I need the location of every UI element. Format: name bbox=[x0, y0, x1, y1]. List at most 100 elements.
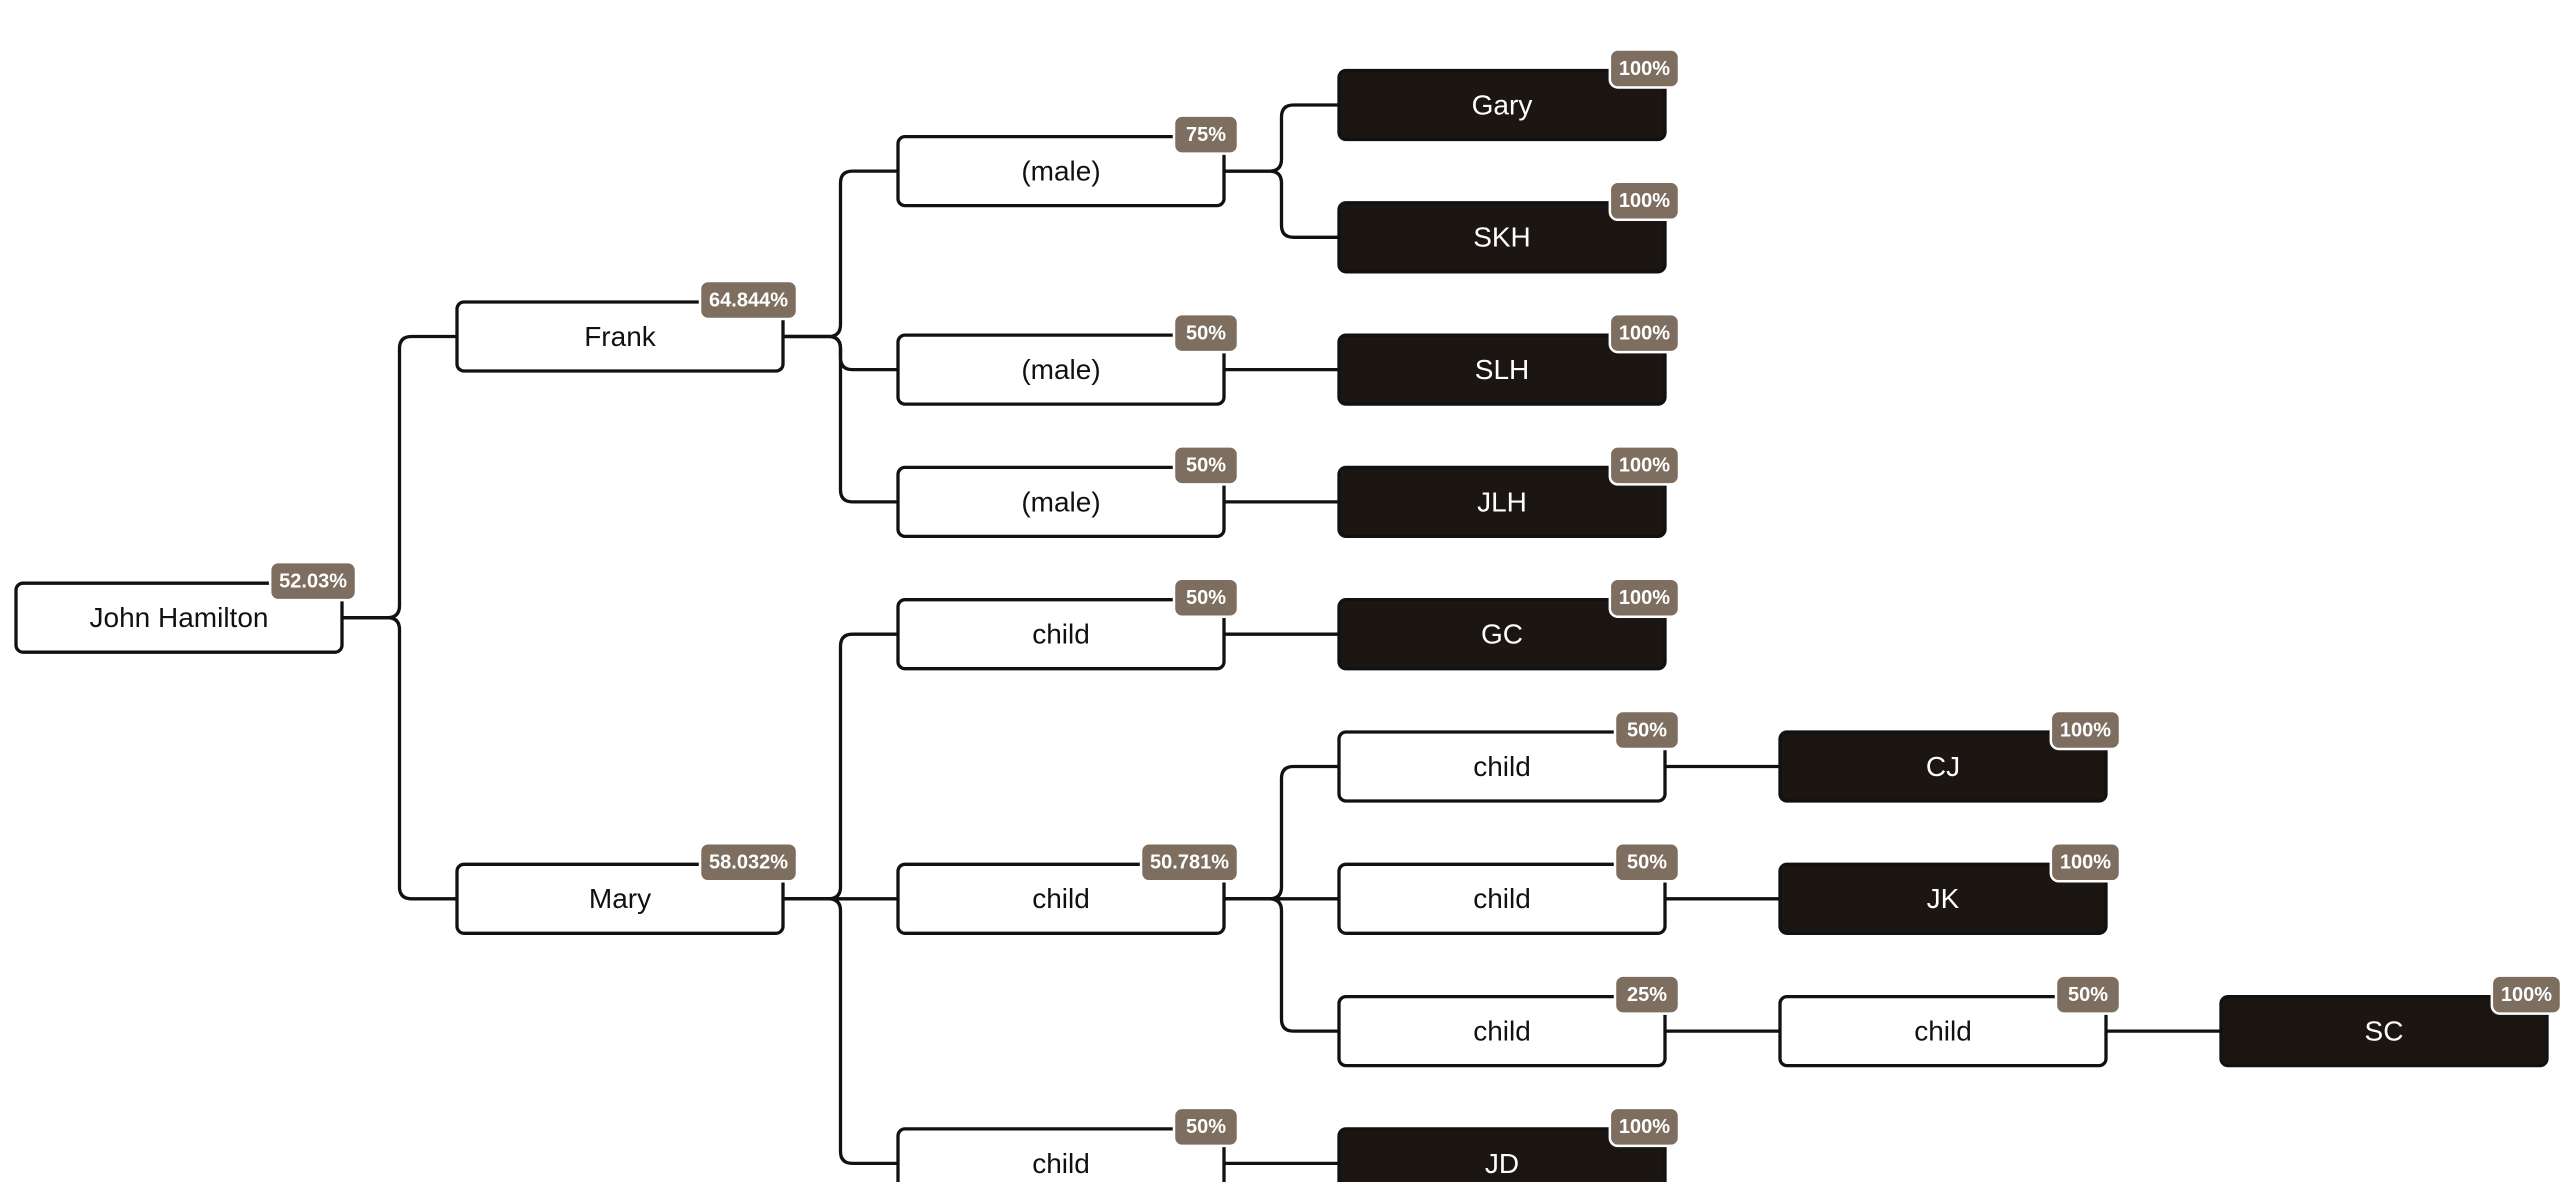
person-node-male[interactable]: (male) 50% bbox=[896, 445, 1240, 539]
node-box bbox=[1337, 730, 1667, 803]
node-label: child bbox=[1473, 1015, 1531, 1046]
person-node-child[interactable]: child 50% bbox=[896, 577, 1240, 671]
percentage-badge-box bbox=[1172, 445, 1240, 486]
connector-line bbox=[342, 334, 457, 620]
percentage-badge: 50% bbox=[1172, 577, 1240, 618]
tree-connectors bbox=[342, 103, 2221, 1166]
percentage-badge-box bbox=[1608, 48, 1681, 89]
percentage-badge: 50.781% bbox=[1139, 842, 1240, 883]
percentage-badge: 50% bbox=[2054, 974, 2122, 1015]
percentage-badge-box bbox=[2049, 842, 2122, 883]
person-node-child[interactable]: child 25% bbox=[1337, 974, 1681, 1068]
percentage-badge: 100% bbox=[2049, 842, 2122, 883]
node-label: child bbox=[1914, 1015, 1972, 1046]
person-node-jk[interactable]: JK 100% bbox=[1778, 842, 2122, 935]
percentage-badge-box bbox=[2054, 974, 2122, 1015]
node-label: (male) bbox=[1021, 486, 1100, 517]
node-box bbox=[896, 598, 1226, 671]
node-box bbox=[1337, 1127, 1667, 1182]
percentage-badge-box bbox=[1608, 445, 1681, 486]
percentage-badge-box bbox=[1139, 842, 1240, 883]
percentage-badge-label: 100% bbox=[2060, 852, 2111, 874]
percentage-badge: 100% bbox=[2490, 974, 2563, 1015]
node-box bbox=[1337, 598, 1667, 671]
connector-line bbox=[1224, 169, 1339, 239]
node-box bbox=[1337, 333, 1667, 406]
person-node-child[interactable]: child 50% bbox=[896, 1106, 1240, 1182]
percentage-badge: 58.032% bbox=[698, 842, 799, 883]
connector-line bbox=[342, 616, 457, 901]
percentage-badge: 25% bbox=[1613, 974, 1681, 1015]
node-label: child bbox=[1473, 751, 1531, 782]
percentage-badge-box bbox=[1172, 577, 1240, 618]
percentage-badge: 100% bbox=[1608, 577, 1681, 618]
percentage-badge: 50% bbox=[1172, 1106, 1240, 1148]
percentage-badge-box bbox=[2049, 709, 2122, 751]
percentage-badge-box bbox=[1608, 577, 1681, 618]
node-box bbox=[1778, 862, 2108, 935]
connector-line bbox=[783, 169, 898, 339]
percentage-badge: 52.03% bbox=[268, 560, 358, 602]
node-box bbox=[896, 333, 1226, 406]
percentage-badge-label: 50% bbox=[1627, 719, 1667, 741]
node-label: JK bbox=[1927, 883, 1960, 914]
percentage-badge-label: 58.032% bbox=[709, 852, 788, 874]
node-box bbox=[1778, 994, 2108, 1068]
percentage-badge-box bbox=[1613, 709, 1681, 751]
node-box bbox=[1778, 730, 2108, 803]
node-label: SKH bbox=[1473, 222, 1531, 253]
percentage-badge-label: 50% bbox=[1627, 852, 1667, 874]
person-node-male[interactable]: (male) 50% bbox=[896, 312, 1240, 406]
percentage-badge-box bbox=[1172, 114, 1240, 155]
percentage-badge-label: 25% bbox=[1627, 984, 1667, 1006]
node-label: child bbox=[1032, 619, 1090, 650]
percentage-badge: 50% bbox=[1172, 445, 1240, 486]
node-box bbox=[1337, 862, 1667, 935]
node-label: SLH bbox=[1475, 354, 1529, 385]
percentage-badge-label: 50% bbox=[1186, 1116, 1226, 1138]
person-node-frank[interactable]: Frank 64.844% bbox=[455, 279, 799, 373]
percentage-badge-label: 100% bbox=[1619, 58, 1670, 80]
percentage-badge-label: 50.781% bbox=[1150, 852, 1229, 874]
percentage-badge-box bbox=[1172, 312, 1240, 354]
percentage-badge-box bbox=[1608, 312, 1681, 354]
percentage-badge: 64.844% bbox=[698, 279, 799, 321]
percentage-badge: 50% bbox=[1613, 709, 1681, 751]
percentage-badge-box bbox=[1608, 1106, 1681, 1148]
node-box bbox=[1337, 68, 1667, 142]
percentage-badge-label: 100% bbox=[1619, 587, 1670, 609]
percentage-badge-box bbox=[268, 560, 358, 602]
percentage-badge: 100% bbox=[2049, 709, 2122, 751]
node-label: (male) bbox=[1021, 354, 1100, 385]
node-label: Frank bbox=[584, 321, 657, 352]
person-node-child[interactable]: child 50% bbox=[1337, 709, 1681, 803]
person-node-child[interactable]: child 50% bbox=[1778, 974, 2122, 1068]
percentage-badge: 50% bbox=[1172, 312, 1240, 354]
node-box bbox=[2219, 994, 2549, 1068]
percentage-badge: 50% bbox=[1613, 842, 1681, 883]
percentage-badge: 100% bbox=[1608, 445, 1681, 486]
percentage-badge-label: 100% bbox=[1619, 1116, 1670, 1138]
node-label: (male) bbox=[1021, 156, 1100, 187]
person-node-male[interactable]: (male)75% bbox=[896, 114, 1240, 208]
connector-line bbox=[783, 334, 898, 504]
connector-line bbox=[783, 897, 898, 1166]
node-label: child bbox=[1032, 1148, 1090, 1179]
connector-line bbox=[783, 632, 898, 901]
node-box bbox=[14, 581, 344, 654]
percentage-badge-label: 50% bbox=[1186, 455, 1226, 477]
